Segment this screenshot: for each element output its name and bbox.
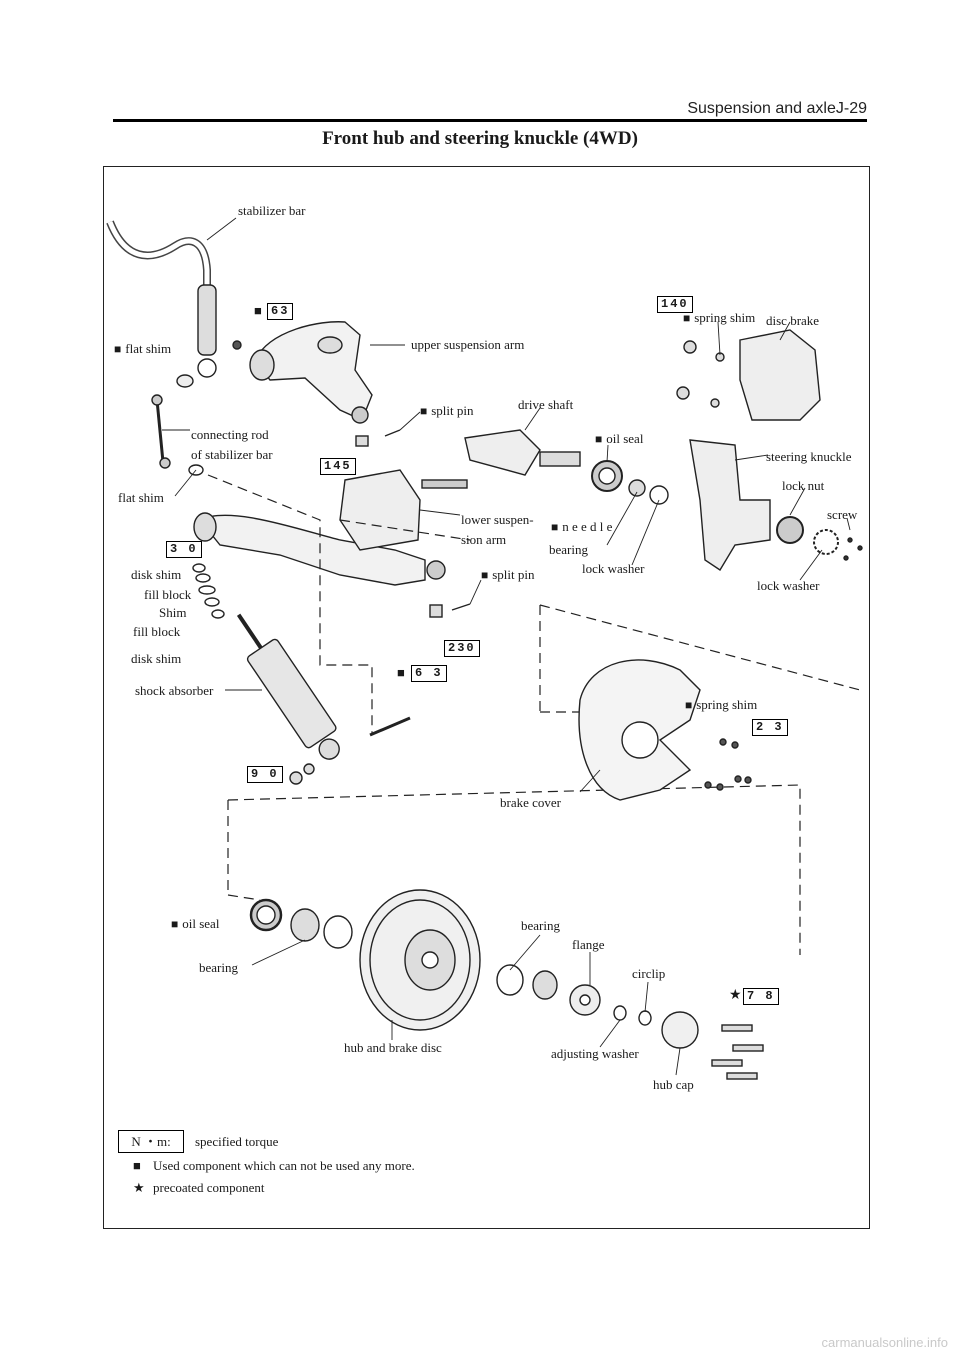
label-shock-absorber: shock absorber — [135, 683, 214, 698]
label-spring-shim-lower: spring shim — [685, 697, 757, 713]
label-connecting-rod-1: connecting rod — [191, 427, 269, 442]
shock-absorber — [236, 613, 340, 760]
label-hub-and-brake-disc: hub and brake disc — [344, 1040, 442, 1055]
section-page-number: Suspension and axleJ-29 — [687, 100, 867, 117]
connecting-rod — [155, 399, 165, 463]
diagram-frame — [103, 166, 870, 1229]
label-lock-washer-2: lock washer — [757, 578, 820, 593]
star-icon: ★ — [729, 988, 742, 1003]
legend-square-icon: ■ — [133, 1158, 141, 1173]
torque-box-30: 3 0 — [166, 541, 202, 558]
label-split-pin-upper: split pin — [420, 403, 473, 419]
label-flat-shim-top: flat shim — [114, 341, 171, 357]
label-screw: screw — [827, 507, 858, 522]
label-upper-suspension-arm: upper suspension arm — [411, 337, 525, 352]
hub-and-brake-disc — [359, 889, 481, 1031]
label-bearing-right: bearing — [521, 918, 560, 933]
label-brake-cover: brake cover — [500, 795, 561, 810]
label-circlip: circlip — [632, 966, 666, 981]
disc-brake-caliper — [739, 329, 821, 421]
label-flat-shim-bottom: flat shim — [118, 490, 164, 505]
torque-box-78: 7 8 — [743, 988, 779, 1005]
label-lock-washer-1: lock washer — [582, 561, 645, 576]
label-needle-bearing: bearing — [549, 542, 588, 557]
label-disc-brake: disc brake — [766, 313, 820, 328]
torque-box-145: 145 — [320, 458, 356, 475]
label-spring-shim-upper: spring shim — [683, 310, 755, 326]
label-disk-shim-1: disk shim — [131, 567, 182, 582]
page-header: Suspension and axleJ-29 — [0, 96, 960, 126]
torque-box-63-top: 63 — [267, 303, 294, 320]
stabilizer-bushing — [197, 284, 217, 356]
stabilizer-bar — [106, 220, 211, 295]
legend-unit-box: N ・m: — [118, 1130, 184, 1153]
label-split-pin-lower: split pin — [481, 567, 534, 583]
label-shim: Shim — [159, 605, 187, 620]
label-flange: flange — [572, 937, 605, 952]
torque-box-90: 9 0 — [247, 766, 283, 783]
square-marker: ■ — [254, 303, 262, 318]
label-oil-seal-lower: oil seal — [171, 916, 219, 932]
torque-box-230: 230 — [444, 640, 480, 657]
label-bearing-left: bearing — [199, 960, 238, 975]
legend-star-icon: ★ — [133, 1180, 145, 1195]
legend-precoated: precoated component — [153, 1180, 265, 1195]
label-lower-arm-1: lower suspen- — [461, 512, 534, 527]
upper-suspension-arm — [254, 321, 373, 421]
footer-watermark: carmanualsonline.info — [821, 1335, 948, 1350]
label-lower-arm-2: sion arm — [461, 532, 507, 547]
torque-box-140: 140 — [657, 296, 693, 313]
legend-used-component: Used component which can not be used any… — [153, 1158, 415, 1173]
hub-cap-part — [661, 1011, 699, 1049]
drive-shaft — [464, 429, 581, 476]
label-disk-shim-2: disk shim — [131, 651, 182, 666]
label-oil-seal-upper: oil seal — [595, 431, 643, 447]
label-drive-shaft: drive shaft — [518, 397, 574, 412]
lower-suspension-arm — [198, 514, 426, 586]
legend-specified-torque: specified torque — [195, 1134, 279, 1149]
page-title: Front hub and steering knuckle (4WD) — [322, 128, 638, 149]
label-fill-block-1: fill block — [144, 587, 192, 602]
label-needle: n e e d l e — [551, 519, 612, 535]
torque-box-63-bottom: 6 3 — [411, 665, 447, 682]
label-steering-knuckle: steering knuckle — [766, 449, 852, 464]
steering-knuckle — [689, 439, 771, 571]
label-fill-block-2: fill block — [133, 624, 181, 639]
torque-box-23: 2 3 — [752, 719, 788, 736]
square-marker: ■ — [397, 665, 405, 680]
header-rule — [113, 119, 867, 122]
label-hub-cap: hub cap — [653, 1077, 694, 1092]
label-lock-nut: lock nut — [782, 478, 825, 493]
label-stabilizer-bar: stabilizer bar — [238, 203, 306, 218]
label-connecting-rod-2: of stabilizer bar — [191, 447, 273, 462]
label-adjusting-washer: adjusting washer — [551, 1046, 639, 1061]
